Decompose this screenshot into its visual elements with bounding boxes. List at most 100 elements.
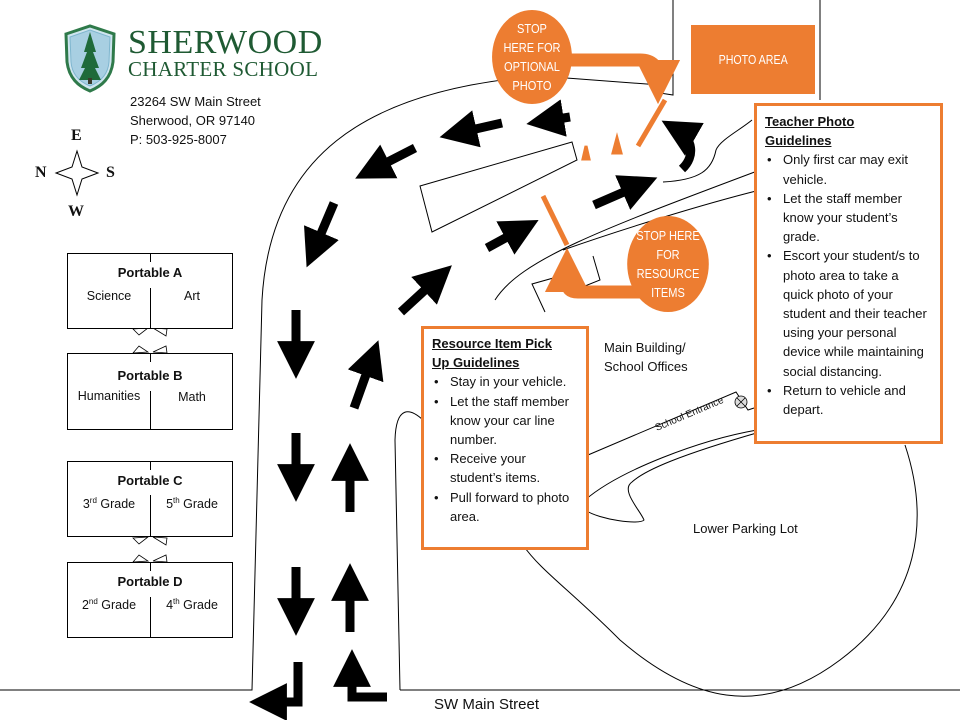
drop-lane-upper (662, 119, 753, 183)
room-num: 2 (81, 598, 89, 612)
outer-road-edge (0, 75, 661, 691)
main-building-label: Main Building/ School Offices (604, 338, 688, 376)
guidelines-title: Teacher Photo (765, 114, 855, 129)
guidelines-title: Resource Item Pick (432, 336, 552, 351)
arrow (397, 265, 452, 316)
compass-star-icon (54, 149, 100, 197)
resource-callout-arrow (544, 247, 640, 299)
room-label: Art (184, 289, 200, 303)
lower-lot (522, 429, 918, 697)
teacher-photo-guidelines: Teacher Photo Guidelines Only first car … (754, 103, 943, 444)
arrow (484, 219, 539, 255)
arrow (347, 340, 384, 410)
badge-line: RESOURCE (636, 266, 700, 281)
compass-label-bottom: W (68, 203, 84, 220)
room-label: 4th Grade (151, 597, 233, 613)
photo-stop-line (635, 98, 668, 148)
room-label: Science (86, 289, 132, 303)
room-ordinal: th (173, 597, 180, 606)
traffic-arrows (277, 99, 658, 636)
room-text: Grade (179, 598, 218, 612)
photo-area-zone: PHOTO AREA (691, 25, 815, 94)
cone-marker (581, 145, 591, 161)
photo-callout-arrow (540, 53, 681, 105)
lot-lower-loop (584, 431, 761, 523)
badge-line: ITEMS (651, 285, 685, 300)
guideline-item: Return to vehicle and depart. (765, 381, 932, 419)
resource-stop-line (540, 194, 570, 247)
lower-parking-lot-label: Lower Parking Lot (693, 521, 798, 536)
portable-b: Portable B Humanities Math (67, 353, 233, 430)
room-label: 2nd Grade (68, 597, 150, 613)
room-text: Grade (179, 497, 218, 511)
room-num: 3 (82, 497, 90, 511)
badge-line: STOP HERE (636, 228, 700, 243)
arrow (592, 175, 658, 210)
guideline-item: Only first car may exit vehicle. (765, 150, 932, 188)
label-line: Main Building/ (604, 340, 686, 355)
room-text: Grade (97, 598, 137, 612)
guideline-item: Stay in your vehicle. (432, 372, 578, 391)
street-label: SW Main Street (434, 696, 540, 713)
room-ordinal: nd (88, 597, 98, 606)
badge-line: PHOTO (512, 78, 552, 93)
road-outlines (0, 0, 960, 697)
guideline-item: Pull forward to photo area. (432, 488, 578, 526)
inner-road-edge (394, 411, 424, 691)
divider (150, 391, 151, 429)
portable-connectors (132, 327, 168, 563)
school-logo-icon (64, 24, 116, 93)
guideline-item: Let the staff member know your student’s… (765, 189, 932, 247)
divider (150, 288, 151, 328)
resource-items-stop-badge: STOP HERE FOR RESOURCE ITEMS (627, 216, 709, 312)
exit-turn-arrow (249, 662, 303, 720)
label-line: School Offices (604, 359, 688, 374)
badge-line: HERE FOR (503, 40, 561, 55)
room-ordinal: th (173, 496, 180, 505)
school-name-subtitle: CHARTER SCHOOL (128, 57, 319, 81)
portable-title: Portable D (117, 574, 183, 589)
divider (150, 354, 151, 362)
portable-title: Portable A (117, 265, 183, 280)
arrow (526, 99, 571, 137)
room-label: Humanities (77, 389, 141, 403)
guideline-item: Let the staff member know your car line … (432, 392, 578, 450)
guidelines-list: Only first car may exit vehicle. Let the… (765, 150, 932, 419)
guideline-item: Escort your student/s to photo area to t… (765, 246, 932, 380)
resource-pickup-guidelines: Resource Item Pick Up Guidelines Stay in… (421, 326, 589, 550)
badge-line: STOP (517, 21, 547, 36)
room-num: 4 (166, 598, 174, 612)
room-label: 3rd Grade (68, 496, 150, 512)
guideline-item: Receive your student’s items. (432, 449, 578, 487)
drop-lane-lower (494, 169, 761, 301)
portable-a: Portable A Science Art (67, 253, 233, 329)
divider (150, 495, 151, 536)
compass-label-right: S (106, 164, 115, 181)
divider (150, 563, 151, 571)
address-city: Sherwood, OR 97140 (130, 113, 256, 128)
portable-title: Portable B (117, 368, 183, 383)
arrow (304, 201, 339, 268)
optional-photo-stop-badge: STOP HERE FOR OPTIONAL PHOTO (492, 10, 572, 104)
school-address: 23264 SW Main Street Sherwood, OR 97140 … (130, 92, 261, 149)
portable-d: Portable D 2nd Grade 4th Grade (67, 562, 233, 638)
badge-line: FOR (656, 247, 680, 262)
divider (150, 597, 151, 637)
portable-c: Portable C 3rd Grade 5th Grade (67, 461, 233, 537)
photo-area-label: PHOTO AREA (718, 52, 788, 67)
compass-label-left: N (35, 164, 47, 181)
u-turn-arrow (661, 120, 704, 173)
entrance-door-icon (734, 395, 748, 409)
compass-label-top: E (71, 127, 82, 144)
room-num: 5 (166, 497, 174, 511)
orange-markers (540, 53, 681, 299)
school-name: SHERWOOD (128, 24, 323, 61)
room-text: Grade (96, 497, 136, 511)
divider (150, 462, 151, 470)
room-label: 5th Grade (151, 496, 233, 512)
entry-turn-arrow (333, 649, 387, 702)
room-ordinal: rd (89, 496, 97, 505)
median-island (419, 141, 578, 233)
cone-marker (611, 132, 623, 155)
